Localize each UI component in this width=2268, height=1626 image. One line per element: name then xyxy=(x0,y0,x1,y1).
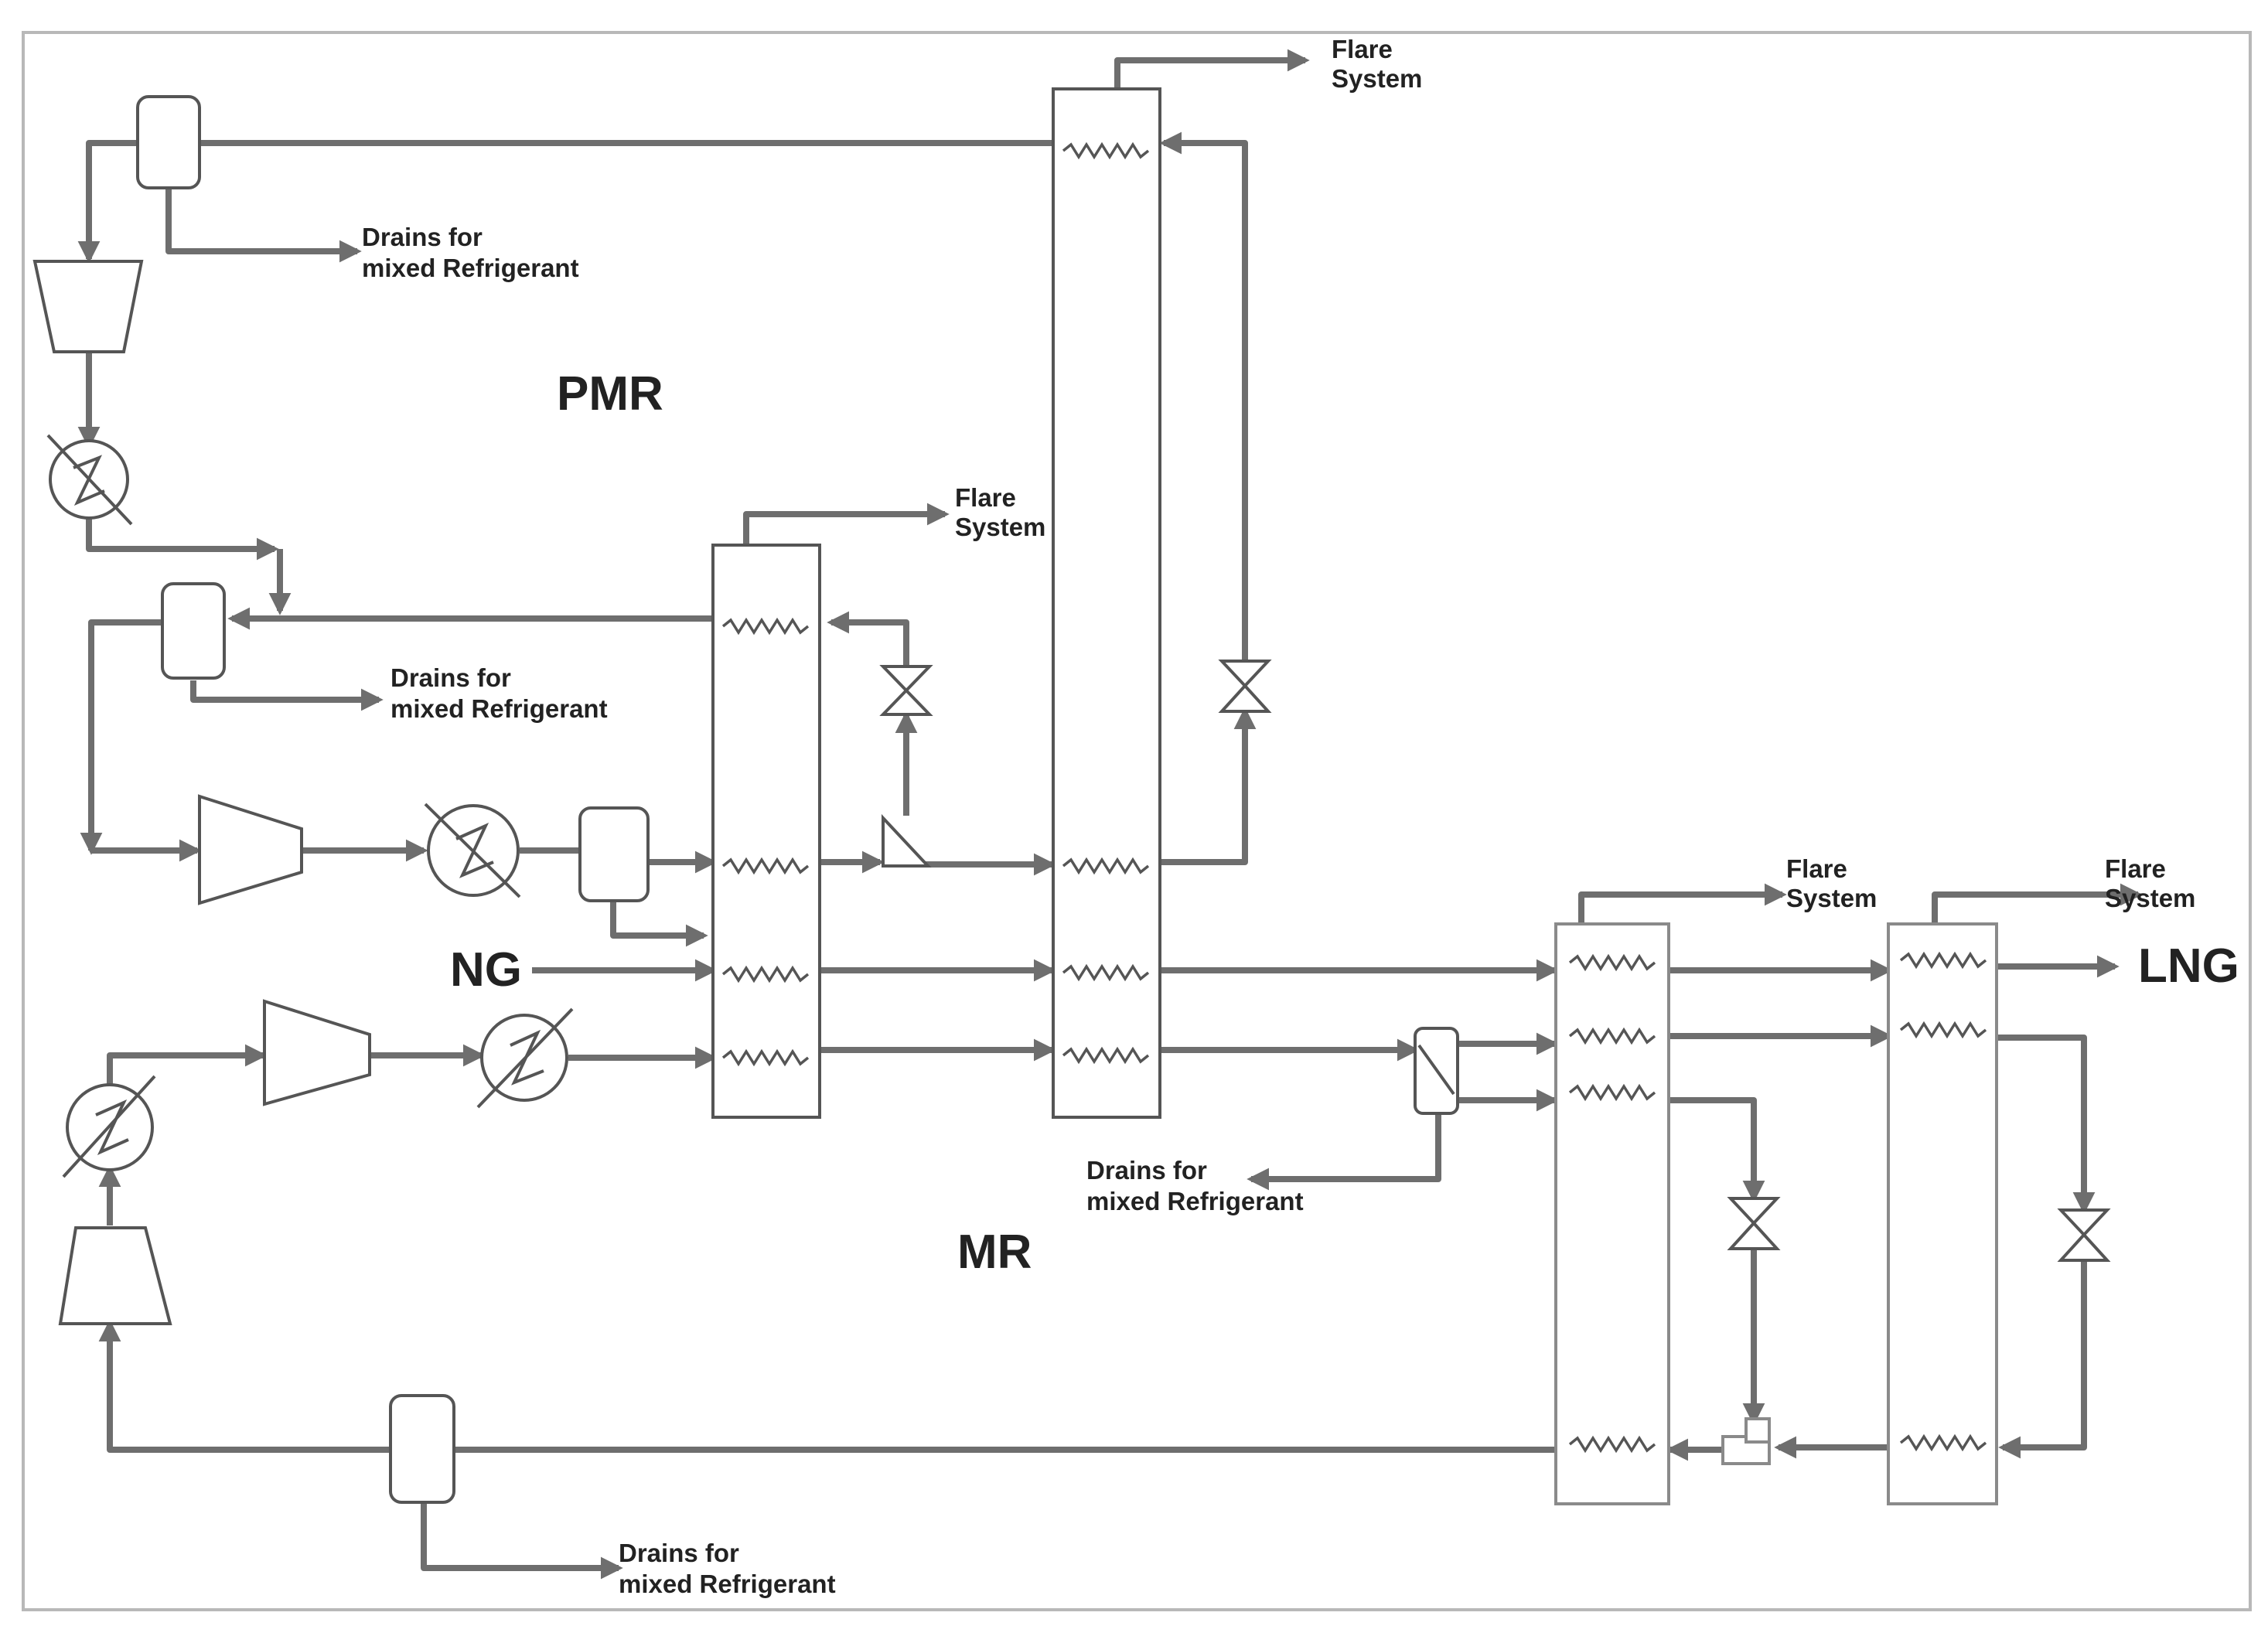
stream-mixer xyxy=(1721,1417,1771,1465)
heat-exchanger-1 xyxy=(711,544,821,1119)
compressor-3 xyxy=(263,999,371,1106)
compressor-1 xyxy=(32,260,144,353)
cooler-3 xyxy=(476,1007,574,1109)
separator-drum-1 xyxy=(136,95,201,189)
pipe-drain-4 xyxy=(421,1504,623,1580)
pipe-valve1-to-hx1 xyxy=(827,611,909,666)
pipe-mr-cooler-to-comp xyxy=(107,1044,268,1086)
pipe-flare-hx1 xyxy=(743,503,950,545)
ng-label: NG xyxy=(450,943,522,997)
control-valve-3 xyxy=(1727,1197,1781,1250)
pipe-left-loop xyxy=(80,619,162,855)
cooler-4 xyxy=(62,1075,156,1178)
pipe-lines xyxy=(77,49,2143,1580)
stream-splitter xyxy=(882,813,932,868)
separator-drum-2 xyxy=(161,582,226,680)
pipe-cooler-to-joint xyxy=(86,514,279,561)
pipe-sep-drain-to-hx1 xyxy=(610,901,708,947)
control-valve-4 xyxy=(2057,1208,2111,1262)
pipe-drain-3 xyxy=(1247,1113,1441,1191)
cooler-2 xyxy=(424,803,521,898)
compressor-2 xyxy=(198,794,303,905)
pipe-pmr-return-top xyxy=(77,140,1062,264)
pipe-drain-1 xyxy=(165,189,362,263)
pipe-flare-hx2 xyxy=(1114,49,1310,89)
heat-exchanger-2 xyxy=(1052,87,1161,1119)
compressor-4 xyxy=(58,1226,172,1325)
pipe-mr-hx4-to-valve4 xyxy=(1997,1035,2096,1215)
lng-label: LNG xyxy=(2138,939,2239,993)
pipe-flare-hx4 xyxy=(1932,883,2143,924)
pipe-valve2-to-hx2 xyxy=(1159,131,1248,661)
heat-exchanger-4 xyxy=(1887,922,1998,1505)
pipe-flare-hx3 xyxy=(1578,883,1787,924)
mr-label: MR xyxy=(957,1225,1032,1279)
separator-drum-5 xyxy=(1414,1027,1459,1115)
heat-exchanger-coils xyxy=(721,141,1987,1454)
pipe-drain-2 xyxy=(190,680,384,711)
pipe-hx2-to-valve2 xyxy=(1160,707,1257,865)
separator-drum-4 xyxy=(389,1394,455,1504)
separator-drum-3 xyxy=(578,806,650,902)
pipe-mr-return-bottom xyxy=(98,1319,1554,1453)
cooler-1 xyxy=(46,434,133,526)
heat-exchanger-3 xyxy=(1554,922,1670,1505)
pipe-mr-valve4-to-hx4 xyxy=(1998,1260,2087,1459)
pmr-label: PMR xyxy=(557,367,663,421)
diagram-frame xyxy=(22,31,2252,1611)
control-valve-1 xyxy=(879,665,933,716)
control-valve-2 xyxy=(1218,660,1272,713)
pipe-mr-hx3-to-valve3 xyxy=(1669,1097,1765,1203)
